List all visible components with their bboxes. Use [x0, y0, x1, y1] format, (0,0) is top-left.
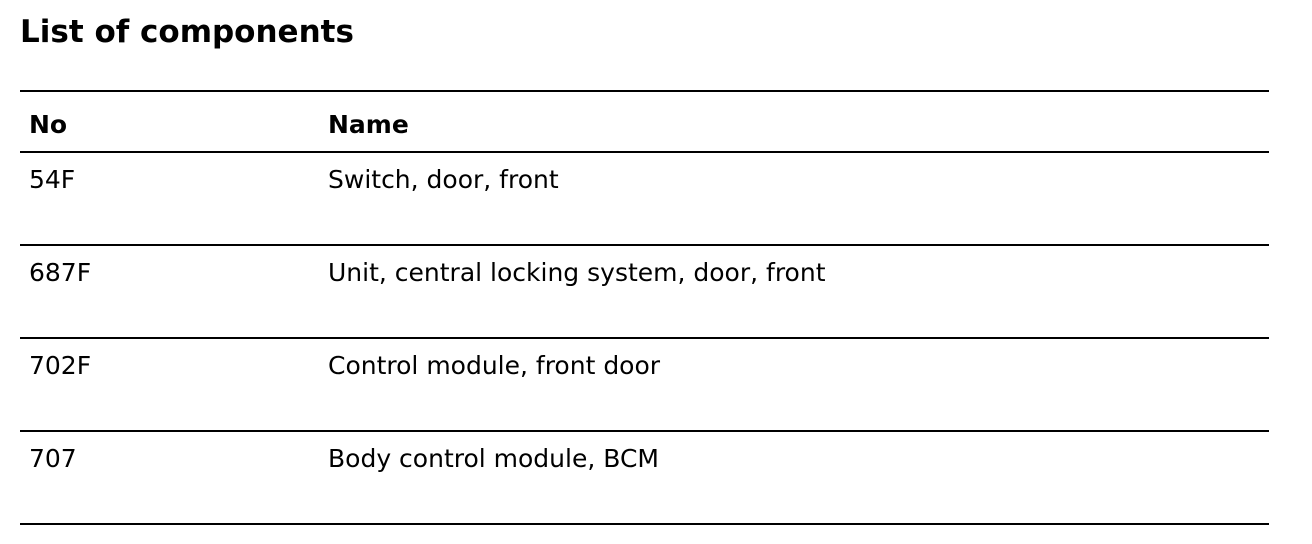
- component-name: Control module, front door: [328, 351, 661, 380]
- table-bottom-rule: [20, 523, 1269, 525]
- page-title: List of components: [20, 14, 354, 50]
- component-number: 687F: [29, 258, 92, 287]
- table-top-rule: [20, 90, 1269, 92]
- components-table: No Name 54F Switch, door, front 687F Uni…: [20, 90, 1269, 525]
- table-row: 687F Unit, central locking system, door,…: [20, 246, 1269, 337]
- table-row: 707 Body control module, BCM: [20, 432, 1269, 523]
- row-divider: [20, 430, 1269, 432]
- column-header-no: No: [29, 110, 68, 139]
- row-divider: [20, 337, 1269, 339]
- table-row: 54F Switch, door, front: [20, 153, 1269, 244]
- column-header-name: Name: [328, 110, 409, 139]
- table-header-row: No Name: [20, 92, 1269, 151]
- component-number: 54F: [29, 165, 76, 194]
- component-number: 707: [29, 444, 77, 473]
- component-name: Unit, central locking system, door, fron…: [328, 258, 826, 287]
- row-divider: [20, 244, 1269, 246]
- table-header-rule: [20, 151, 1269, 153]
- component-name: Switch, door, front: [328, 165, 559, 194]
- component-number: 702F: [29, 351, 92, 380]
- component-name: Body control module, BCM: [328, 444, 659, 473]
- table-row: 702F Control module, front door: [20, 339, 1269, 430]
